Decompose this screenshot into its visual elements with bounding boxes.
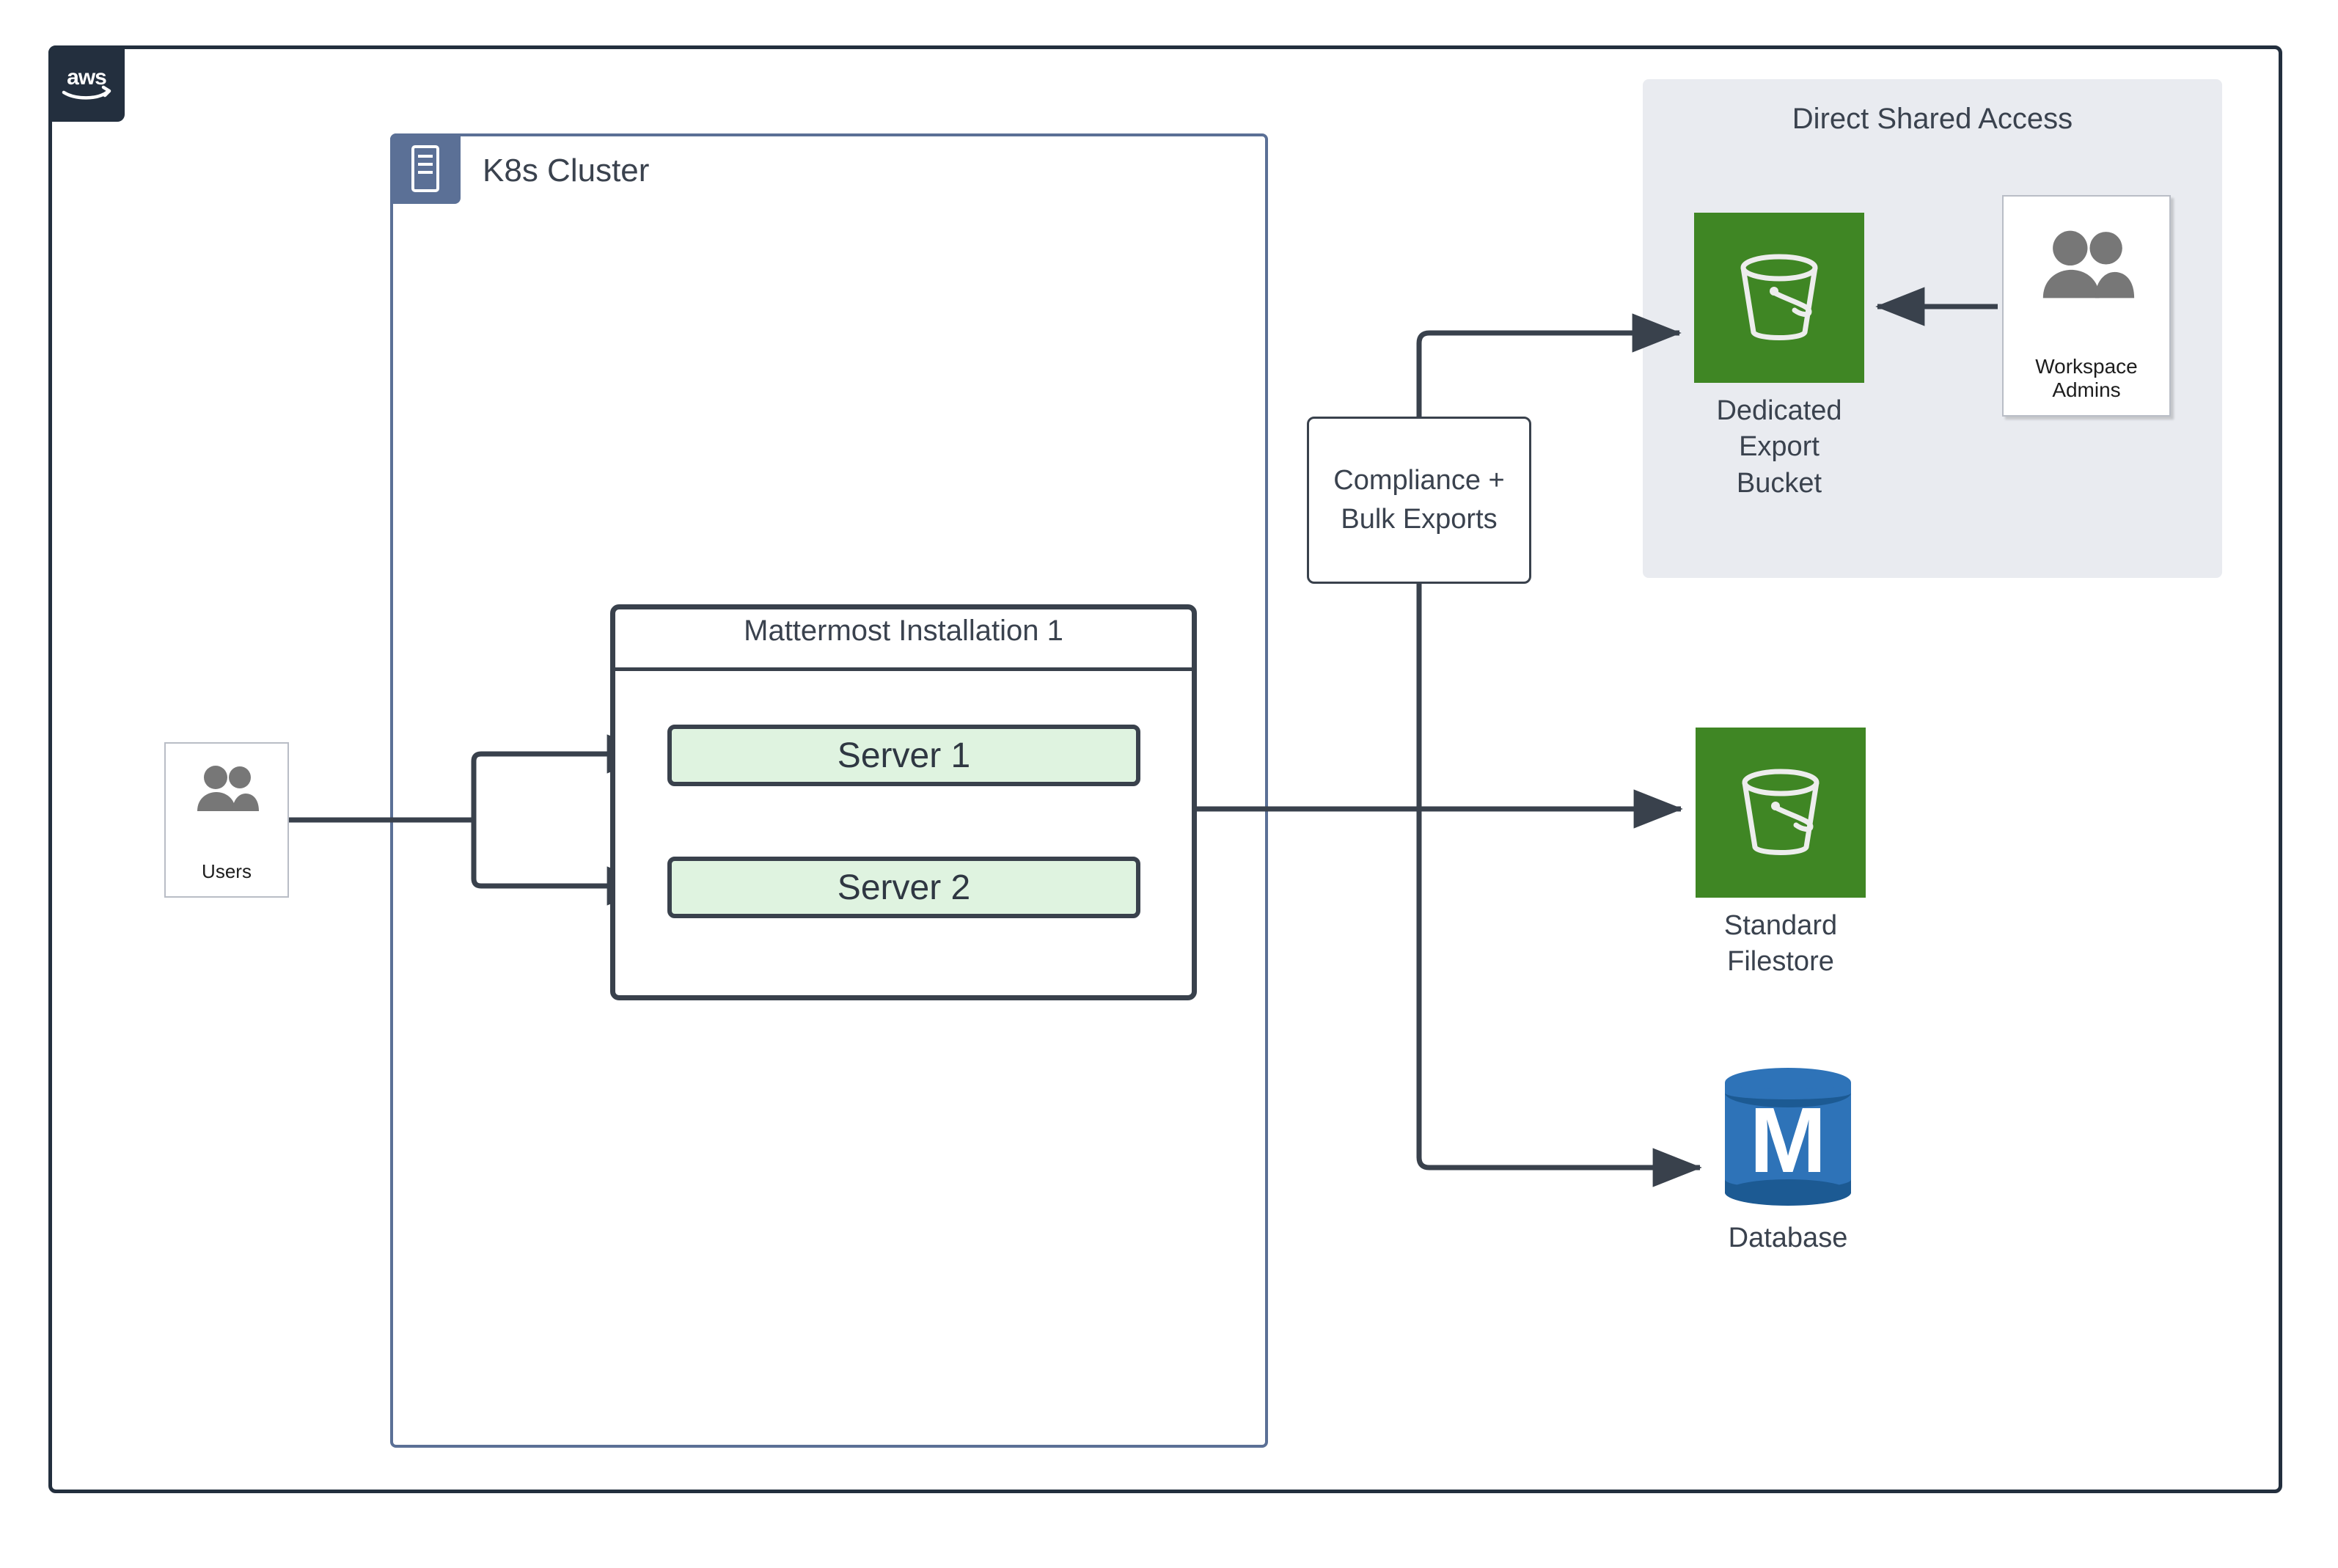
users-label: Users — [202, 860, 252, 882]
export-bucket-line-2: Bucket — [1736, 467, 1822, 499]
s3-bucket-icon — [1696, 728, 1866, 898]
k8s-cluster-boundary — [390, 133, 1268, 1448]
users-icon — [2004, 226, 2169, 305]
direct-shared-access-title: Direct Shared Access — [1792, 103, 2073, 135]
users-icon — [166, 763, 287, 816]
mattermost-installation-title: Mattermost Installation 1 — [744, 615, 1063, 647]
users-glyph — [2042, 230, 2135, 298]
compliance-line-1: Compliance + — [1333, 464, 1505, 496]
k8s-cluster-title: K8s Cluster — [483, 153, 650, 188]
mattermost-installation-box — [610, 604, 1197, 1000]
users-node[interactable]: Users — [164, 742, 289, 898]
aws-logo-icon: aws — [62, 65, 111, 100]
database-label: Database — [1728, 1223, 1848, 1253]
mattermost-title-divider — [615, 667, 1192, 671]
aws-cloud-boundary — [48, 45, 2282, 1493]
database-glyph: M — [1750, 1088, 1827, 1192]
compliance-line-2: Bulk Exports — [1341, 504, 1498, 535]
server-2-node[interactable]: Server 2 — [667, 857, 1140, 918]
workspace-admins-label: Workspace Admins — [2035, 355, 2138, 401]
k8s-cluster-badge — [390, 133, 461, 204]
server-rack-icon — [411, 145, 439, 192]
standard-filestore-line-1: Standard — [1723, 910, 1838, 941]
export-bucket-line-1: Dedicated Export — [1716, 395, 1842, 463]
s3-bucket-glyph — [1740, 254, 1818, 340]
database-cylinder-icon: M — [1725, 1068, 1851, 1206]
server-1-node[interactable]: Server 1 — [667, 725, 1140, 786]
dedicated-export-bucket-label: Dedicated Export Bucket — [1694, 393, 1864, 502]
standard-filestore-line-2: Filestore — [1727, 946, 1834, 978]
dedicated-export-bucket-node[interactable]: Dedicated Export Bucket — [1694, 213, 1864, 502]
users-glyph — [197, 766, 259, 811]
compliance-bulk-exports-node[interactable]: Compliance + Bulk Exports — [1307, 417, 1531, 584]
svg-text:aws: aws — [67, 65, 106, 89]
aws-logo-badge: aws — [48, 45, 125, 122]
database-node[interactable]: M Database — [1715, 1060, 1861, 1254]
s3-bucket-icon — [1694, 213, 1864, 383]
workspace-admins-node[interactable]: Workspace Admins — [2002, 195, 2171, 417]
standard-filestore-label: Standard Filestore — [1696, 908, 1866, 981]
standard-filestore-node[interactable]: Standard Filestore — [1696, 728, 1866, 981]
s3-bucket-glyph — [1742, 769, 1820, 855]
